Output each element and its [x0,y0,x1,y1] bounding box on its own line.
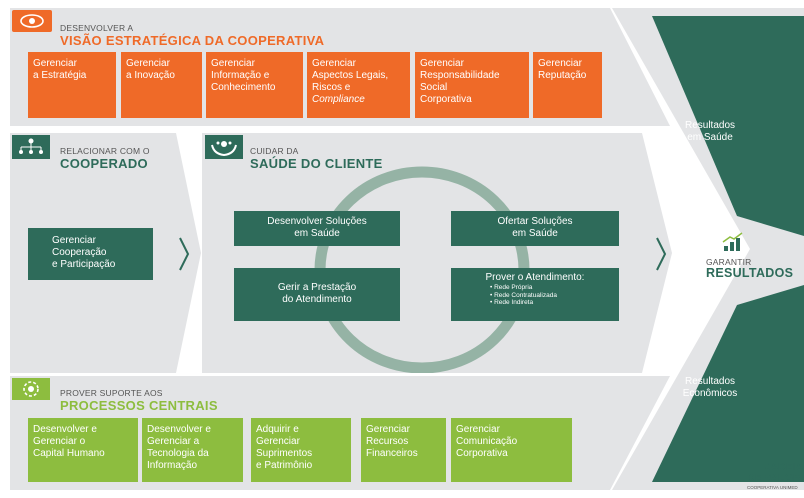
atendimento-bullet: • Rede Contratualizada [490,291,557,299]
resultados-title: RESULTADOS [706,266,794,280]
atendimento-box: Prover o Atendimento: • Rede Própria • R… [451,268,619,321]
tree-logo-icon [777,443,797,459]
logo-tagline: COOPERATIVA UNIMED [747,485,798,490]
bar-chart-icon [722,232,743,251]
chevron-right-icon [656,237,667,271]
logo-line1: CADEIA [763,461,804,473]
chevron-right-icon [179,237,190,271]
vision-panel-chevron [600,8,670,126]
network-icon [12,135,50,159]
atendimento-title: Prover o Atendimento: [485,272,585,283]
cooperado-title: COOPERADO [60,156,148,171]
vision-subtitle: DESENVOLVER A [60,23,134,33]
saude-subtitle: CUIDAR DA [250,146,299,156]
compliance-label: Compliance [312,94,365,105]
suporte-subtitle: PROVER SUPORTE AOS [60,388,163,398]
saude-panel-chevron [642,133,672,373]
vision-title: VISÃO ESTRATÉGICA DA COOPERATIVA [60,33,325,48]
eye-icon [12,10,52,32]
logo-line2: DE VALOR [747,472,801,484]
cycle-ring [314,166,530,373]
atendimento-bullet: • Rede Própria [490,284,533,291]
resultados-economicos-shape [652,285,804,482]
resultados-saude-shape [652,16,804,236]
cooperado-subtitle: RELACIONAR COM O [60,146,150,156]
suporte-title: PROCESSOS CENTRAIS [60,398,218,413]
resultados-subtitle: GARANTIR [706,257,752,267]
saude-title: SAÚDE DO CLIENTE [250,156,383,171]
suporte-panel-chevron [600,376,670,490]
atendimento-bullet: • Rede Indireta [490,299,534,306]
care-hands-icon [205,135,243,159]
gear-cycle-icon [12,378,50,400]
